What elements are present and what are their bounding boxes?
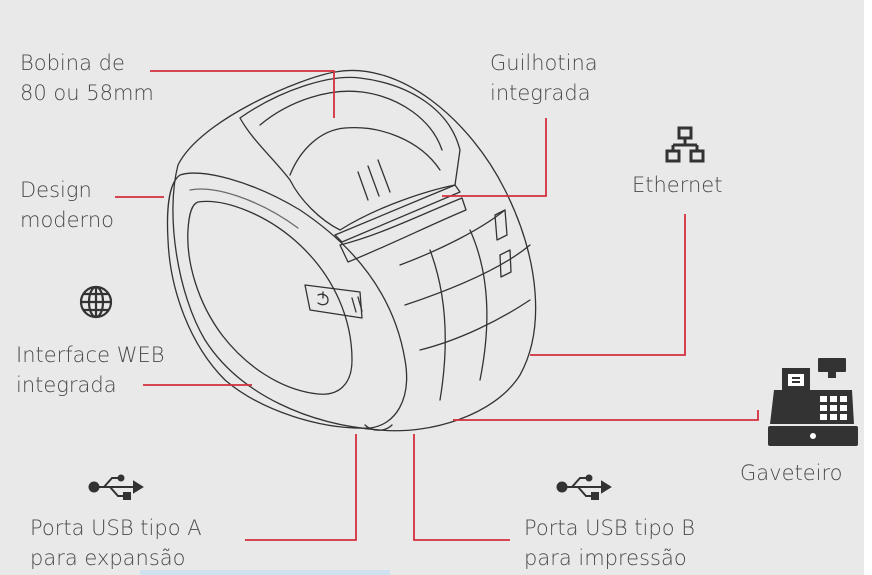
cash-register-icon (768, 358, 858, 446)
callout-gaveteiro (453, 410, 759, 421)
usb-icon (88, 474, 144, 500)
ethernet-network-icon (665, 126, 705, 163)
label-bobina-line2: 80 ou 58mm (20, 81, 154, 105)
label-usb-b-line2: para impressão (524, 546, 687, 570)
label-guilhotina-line1: Guilhotina (490, 51, 598, 75)
callout-ethernet (530, 214, 686, 356)
label-usb-b: Porta USB tipo B para impressão (524, 513, 695, 573)
label-bobina-line1: Bobina de (20, 51, 125, 75)
label-interface: Interface WEB integrada (16, 340, 164, 400)
label-gaveteiro: Gaveteiro (740, 461, 843, 485)
callout-usb-a (245, 434, 357, 541)
right-edge-strip (864, 0, 872, 575)
label-usb-a-line2: para expansão (30, 546, 186, 570)
callout-bobina (150, 70, 335, 118)
label-ethernet: Ethernet (632, 173, 723, 197)
callout-guilhotina (442, 118, 547, 197)
globe-icon (79, 285, 113, 319)
callout-lines (115, 70, 759, 541)
label-bobina: Bobina de 80 ou 58mm (20, 48, 154, 108)
label-guilhotina-line2: integrada (490, 81, 591, 105)
label-design: Design moderno (20, 175, 114, 235)
label-guilhotina: Guilhotina integrada (490, 48, 598, 108)
bottom-edge-strip (140, 570, 390, 575)
label-usb-b-line1: Porta USB tipo B (524, 516, 695, 540)
label-interface-line2: integrada (16, 373, 117, 397)
label-usb-a: Porta USB tipo A para expansão (30, 513, 202, 573)
label-usb-a-line1: Porta USB tipo A (30, 516, 202, 540)
label-interface-line1: Interface WEB (16, 343, 165, 367)
label-design-line1: Design (20, 178, 92, 202)
callout-usb-b (413, 434, 510, 541)
label-design-line2: moderno (20, 208, 114, 232)
usb-icon (556, 474, 612, 500)
printer-illustration (166, 69, 537, 432)
